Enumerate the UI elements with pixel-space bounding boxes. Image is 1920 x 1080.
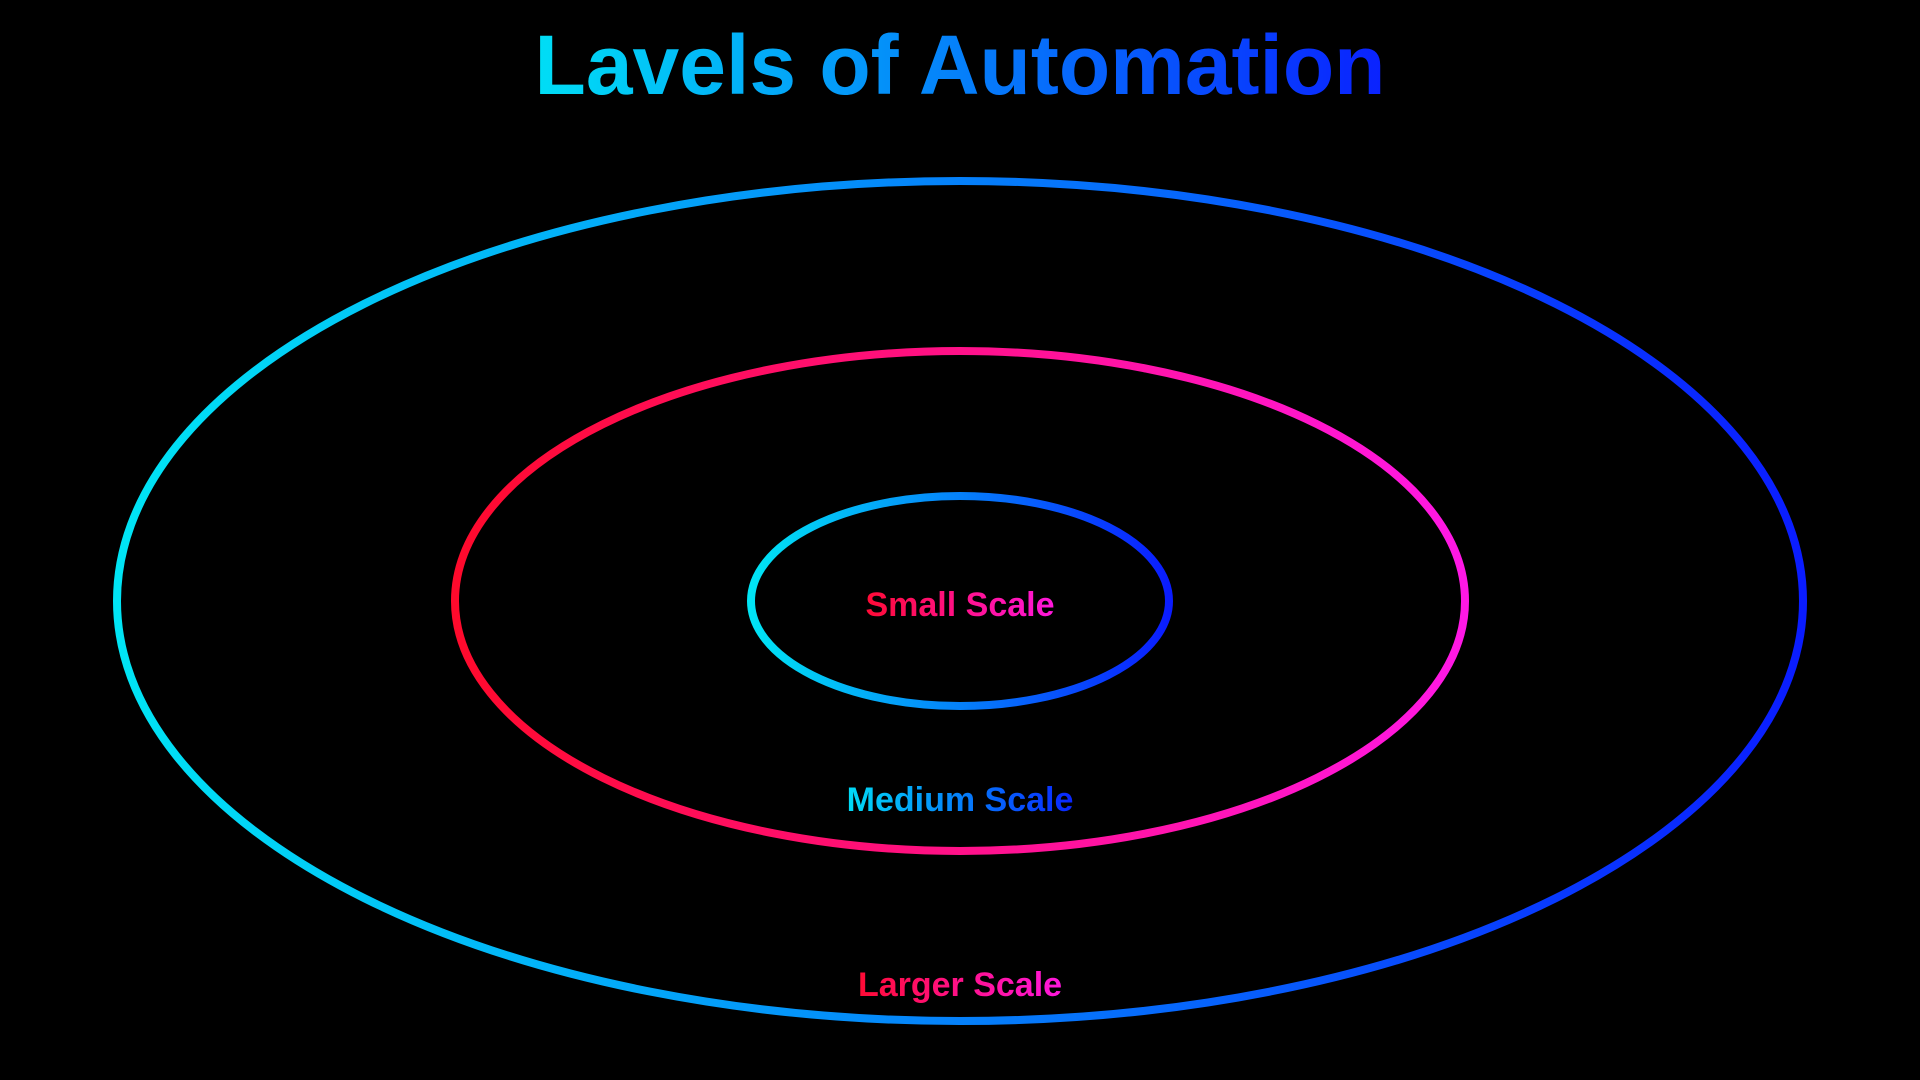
outer-ring-label: Larger Scale: [858, 966, 1062, 1004]
outer-ring: [113, 177, 1807, 1025]
inner-ring: [747, 492, 1173, 710]
diagram-title: Lavels of Automation: [535, 18, 1386, 112]
inner-ring-label: Small Scale: [865, 586, 1054, 624]
middle-ring-label: Medium Scale: [847, 781, 1074, 819]
middle-ring: [451, 347, 1469, 855]
